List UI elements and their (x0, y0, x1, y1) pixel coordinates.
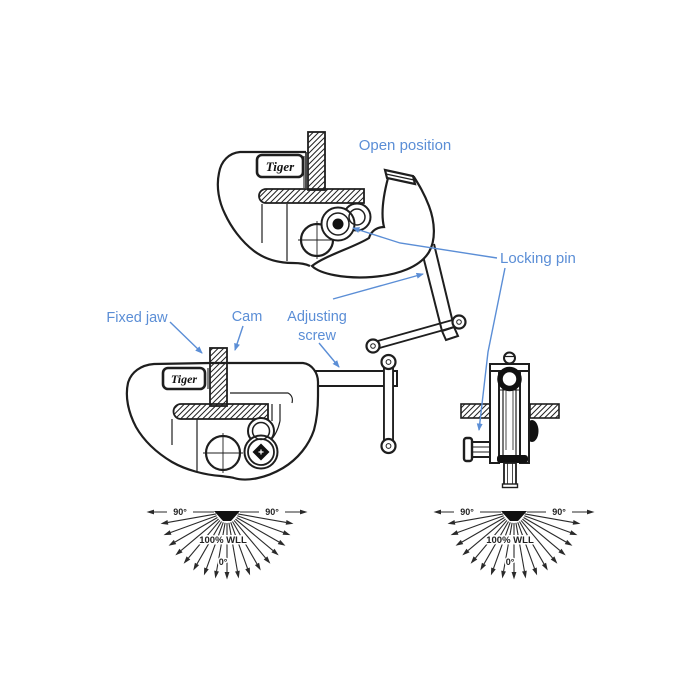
bottom-rod (501, 462, 519, 489)
fan-arrowhead (522, 570, 527, 579)
fan-arrowhead (224, 572, 230, 580)
fan-arrowhead (285, 520, 294, 525)
label-adjusting: Adjusting (287, 309, 347, 325)
fan-arrowhead (277, 539, 286, 546)
fan-arrowhead (160, 520, 169, 525)
fan-label-wll: 100% WLL (199, 535, 247, 546)
fan-arrowhead (235, 570, 240, 579)
fan-arrowhead (450, 530, 459, 536)
fan-arrowhead (263, 556, 271, 564)
load-angle-fan-right: 90° 90° 100% WLL 0° (433, 506, 595, 580)
fan-arrowhead (282, 530, 291, 536)
fan-arrowhead (193, 562, 200, 571)
fan-label-90-left: 90° (460, 507, 474, 517)
leader-fixed-jaw (169, 321, 203, 354)
tiger-logo-plate (255, 153, 305, 179)
fan-label-90-left: 90° (173, 507, 187, 517)
tommy-bar-ball (380, 353, 397, 371)
fan-arrowhead (146, 509, 154, 515)
label-open-position: Open position (359, 137, 452, 154)
label-locking-pin: Locking pin (500, 250, 576, 267)
fan-hang-point (214, 511, 240, 521)
fan-arrowhead (511, 572, 517, 580)
beam-flange (172, 403, 269, 420)
tiger-logo-plate (161, 366, 207, 391)
fan-arrowhead (501, 570, 506, 579)
fan-label-90-right: 90° (265, 507, 279, 517)
beam-web (307, 131, 326, 191)
adjusting-screw-closed (307, 353, 398, 455)
fan-arrowhead (541, 562, 548, 571)
fan-label-zero: 0° (506, 557, 515, 567)
tommy-bar-ball (365, 338, 381, 354)
load-angle-fan-left: 90° 90° 100% WLL 0° (146, 506, 308, 580)
top-nut (503, 351, 516, 365)
fan-arrowhead (271, 548, 279, 556)
locking-pin-dot (332, 218, 344, 230)
tiger-logo: Tiger (266, 159, 295, 174)
fan-arrowhead (447, 520, 456, 525)
fan-arrowhead (532, 567, 538, 576)
adjusting-screw-open (365, 243, 467, 354)
tommy-bar-ball (380, 437, 397, 455)
fan-arrowhead (490, 567, 496, 576)
fan-label-zero: 0° (219, 557, 228, 567)
cam-and-locking-pin (320, 202, 372, 242)
fan-arrowhead (558, 548, 566, 556)
label-fixed-jaw: Fixed jaw (106, 310, 168, 326)
tommy-bar-ball (451, 314, 467, 330)
pivot-wheel (203, 433, 243, 473)
fan-arrowhead (572, 520, 581, 525)
fan-arrowhead (183, 556, 191, 564)
leader-adjusting-screw-closed (318, 342, 340, 368)
beam-flange-section (460, 403, 491, 419)
beam-web (209, 347, 228, 407)
fan-arrowhead (470, 556, 478, 564)
beam-flange-section (529, 403, 560, 419)
tiger-logo: Tiger (171, 372, 198, 386)
movable-jaw-hook (310, 175, 435, 279)
fan-arrowhead (550, 556, 558, 564)
side-view (460, 351, 560, 489)
fan-arrowhead (433, 509, 441, 515)
fan-arrowhead (175, 548, 183, 556)
fan-arrowhead (569, 530, 578, 536)
bottom-bracket (497, 455, 528, 463)
fan-arrowhead (300, 509, 308, 515)
fan-arrowhead (587, 509, 595, 515)
fan-hang-point (501, 511, 527, 521)
fan-arrowhead (203, 567, 209, 576)
leader-locking-pin-side (476, 267, 506, 431)
fan-arrowhead (480, 562, 487, 571)
fan-arrowhead (462, 548, 470, 556)
fan-arrowhead (245, 567, 251, 576)
leader-arrows (169, 227, 506, 431)
fan-arrowhead (163, 530, 172, 536)
fan-label-90-right: 90° (552, 507, 566, 517)
leader-cam (234, 325, 244, 351)
fan-arrowhead (254, 562, 261, 571)
label-cam: Cam (232, 309, 263, 325)
open-position-view: Tiger (216, 131, 467, 354)
closed-position-view: Tiger (125, 347, 398, 481)
suspension-eye (497, 366, 522, 392)
fan-arrowhead (168, 539, 177, 546)
locking-pin-side (462, 436, 492, 463)
fan-arrowhead (214, 570, 219, 579)
cam-assembly (243, 417, 279, 470)
fan-arrowhead (564, 539, 573, 546)
fan-arrowhead (455, 539, 464, 546)
beam-flange (258, 188, 365, 204)
fan-label-wll: 100% WLL (486, 535, 534, 546)
leader-adjusting-screw-open (332, 272, 424, 300)
label-screw: screw (298, 328, 336, 344)
leader-locking-pin-top (352, 227, 498, 259)
